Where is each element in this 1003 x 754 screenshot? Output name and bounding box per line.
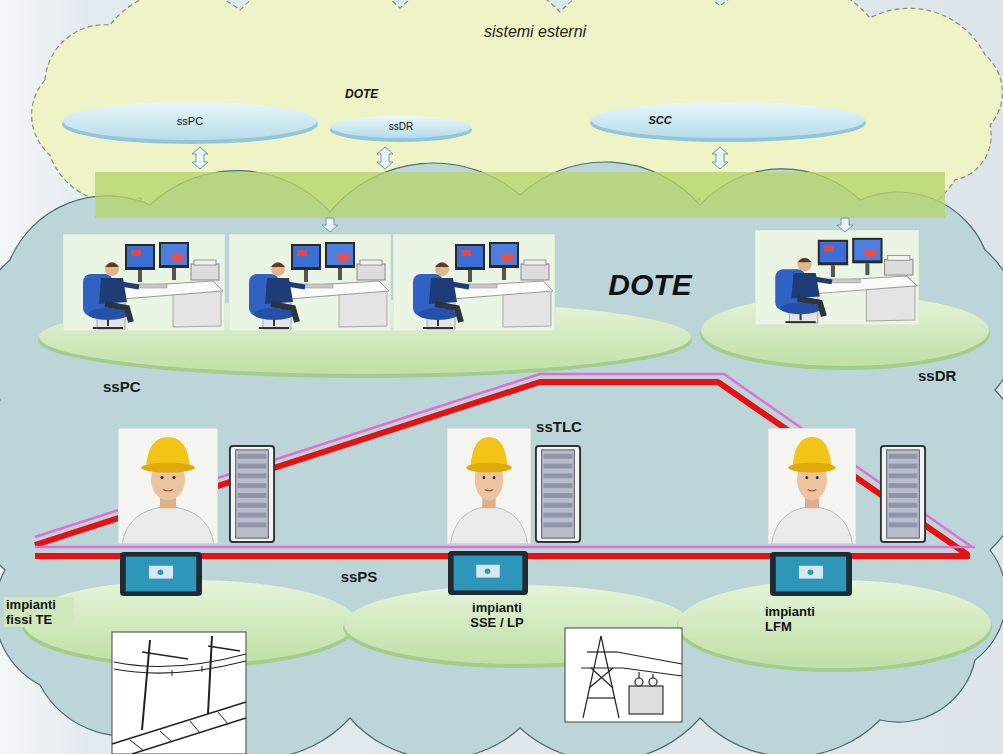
text-holder: DOTE — [608, 268, 691, 302]
subsystem-label: ssDR — [918, 367, 956, 384]
worker-photo — [447, 428, 531, 544]
operator-workstations — [63, 230, 919, 331]
subsystem-ellipse: DOTE ssDR — [330, 86, 472, 142]
platform-ellipse: ssPC — [38, 298, 692, 398]
text-holder: impianti fissi TE — [4, 597, 74, 627]
ellipse-face — [678, 580, 991, 668]
platform-ellipse: ssDR — [700, 293, 990, 388]
interface-band-fill — [95, 172, 945, 218]
subsystem-label: ssPC — [103, 378, 141, 395]
text-holder: SCC — [648, 114, 671, 126]
platform-ellipse: impianti LFM — [677, 578, 992, 672]
cloud-region-outline — [0, 190, 1003, 754]
system-heading: DOTE — [345, 87, 378, 101]
interface-band — [95, 172, 945, 218]
text-holder: DOTE — [345, 87, 378, 101]
workstation — [755, 230, 919, 325]
ellipse-face — [701, 295, 989, 366]
workstation — [229, 234, 391, 331]
subsystem-label: ssPC — [177, 115, 203, 127]
subsystem-ellipse: SCC — [590, 100, 866, 142]
server-symbol — [536, 446, 580, 542]
platform-ellipse-outline — [38, 298, 692, 378]
ellipse-face — [331, 116, 471, 138]
plant-label: impianti fissi TE — [4, 597, 74, 627]
picture-frame — [112, 632, 246, 754]
substation-picture — [565, 628, 682, 722]
server-symbol — [230, 446, 274, 542]
cloud-region: DOTE ssPC ssDR impianti fissi TE impianti SS… — [0, 190, 1003, 754]
label-holder: ssTLC — [536, 418, 582, 435]
ellipse-face — [344, 585, 691, 664]
worker-photo — [118, 428, 218, 544]
platform-ellipse-outline — [677, 578, 992, 672]
cloud-region: sistemi esterni ssPC DOTE ssDR SCC — [0, 0, 1003, 220]
region-title: sistemi esterni — [484, 23, 586, 41]
text-holder: impianti SSE / LP — [464, 600, 530, 630]
platform-ellipse-outline — [700, 293, 990, 370]
cloud-outline — [0, 162, 1003, 754]
ellipse-face — [591, 102, 865, 138]
text-holder: ssDR — [389, 121, 413, 132]
ellipse-face — [39, 300, 691, 374]
text-holder: sistemi esterni — [484, 23, 586, 41]
text-holder: ssPC — [103, 378, 141, 395]
catenary-picture — [112, 632, 246, 754]
label-holder: ssPS — [341, 568, 378, 585]
network-label: ssTLC — [536, 418, 582, 435]
system-title: DOTE — [608, 268, 691, 302]
subsystem-ellipse: ssPC — [62, 100, 318, 144]
picture-frame — [565, 628, 682, 722]
network-line — [35, 546, 975, 549]
server-symbol — [881, 446, 925, 542]
text-holder: impianti LFM — [765, 604, 831, 634]
plant-label: impianti LFM — [765, 604, 831, 634]
network-label: ssPS — [341, 568, 378, 585]
workstation — [393, 234, 555, 331]
ellipse-face — [63, 102, 317, 140]
plant-label: impianti SSE / LP — [464, 600, 530, 630]
platform-ellipse: impianti SSE / LP — [343, 583, 692, 668]
subsystem-label: SCC — [648, 114, 671, 126]
text-holder: ssPC — [177, 115, 203, 127]
text-holder: ssDR — [918, 367, 956, 384]
subsystem-label: ssDR — [389, 121, 413, 132]
workstation — [63, 234, 225, 331]
tablet-symbol — [448, 551, 528, 595]
worker-photo — [768, 428, 856, 544]
subsystem-ellipse-outline — [590, 100, 866, 142]
cloud-outline — [32, 0, 1003, 234]
tablet-symbol — [770, 552, 852, 596]
tablet-symbol — [120, 552, 202, 596]
platform-ellipse: impianti fissi TE — [22, 578, 357, 668]
